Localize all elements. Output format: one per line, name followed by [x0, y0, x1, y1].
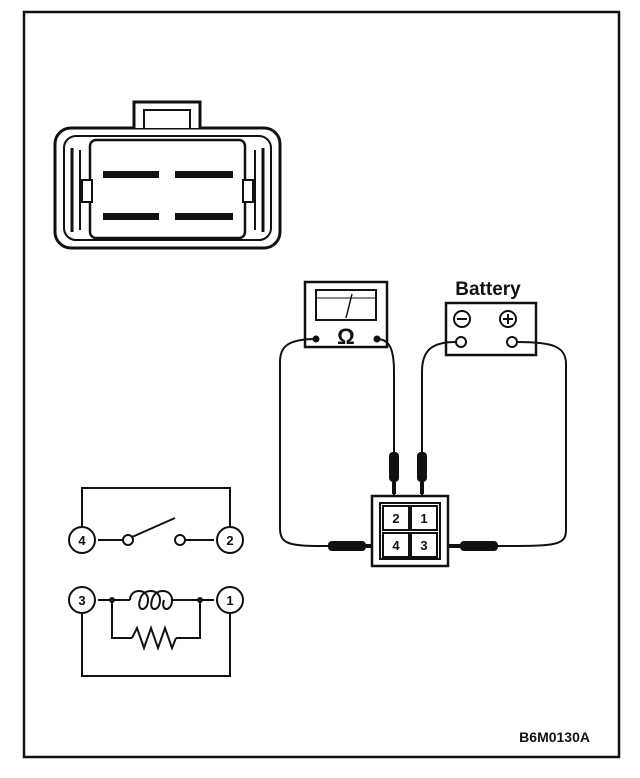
schematic-terminal-1: 1 — [216, 586, 244, 614]
battery-lead-to-terminal-3 — [497, 341, 567, 547]
ohm-symbol: Ω — [337, 324, 355, 349]
test-leads — [279, 338, 567, 547]
figure-code: B6M0130A — [519, 729, 590, 745]
probe-clip — [417, 452, 427, 482]
relay-test-connector: 2 1 4 3 — [370, 494, 450, 568]
svg-text:4: 4 — [78, 533, 86, 548]
switch-contact-arm — [131, 517, 176, 538]
connector-terminal-3: 3 — [410, 532, 438, 558]
svg-text:4: 4 — [392, 538, 400, 553]
battery: Battery — [444, 279, 538, 357]
probe-clip — [328, 541, 366, 551]
battery-positive-icon — [499, 310, 517, 328]
ohmmeter-lead-to-terminal-2 — [376, 338, 395, 452]
diagram-frame — [22, 10, 621, 759]
connector-terminal-1: 1 — [410, 505, 438, 531]
svg-text:1: 1 — [420, 511, 427, 526]
connector-terminal-2: 2 — [382, 505, 410, 531]
probe-clip — [460, 541, 498, 551]
connector-terminal-4: 4 — [382, 532, 410, 558]
schematic-terminal-2: 2 — [216, 526, 244, 554]
coil-symbol — [129, 590, 182, 610]
battery-positive-post — [506, 336, 518, 348]
terminal-slot — [175, 213, 233, 220]
schematic-terminal-3: 3 — [68, 586, 96, 614]
terminal-slot — [175, 171, 233, 178]
probe-clip — [389, 452, 399, 482]
battery-negative-icon — [453, 310, 471, 328]
probe-clips — [328, 452, 498, 551]
relay-schematic: 4 2 3 1 — [68, 487, 244, 677]
battery-negative-post — [455, 336, 467, 348]
battery-lead-to-terminal-1 — [421, 341, 457, 452]
svg-text:3: 3 — [78, 593, 85, 608]
ohmmeter: Ω — [303, 280, 389, 349]
svg-text:2: 2 — [392, 511, 399, 526]
ohmmeter-lead-to-terminal-4 — [279, 338, 329, 547]
terminal-slot — [103, 171, 159, 178]
schematic-terminal-4: 4 — [68, 526, 96, 554]
battery-label: Battery — [455, 279, 521, 300]
resistor-symbol — [131, 624, 177, 652]
svg-text:2: 2 — [226, 533, 233, 548]
svg-text:1: 1 — [226, 593, 233, 608]
terminal-slot — [103, 213, 159, 220]
svg-text:3: 3 — [420, 538, 427, 553]
relay-connector-front-view — [53, 100, 282, 250]
